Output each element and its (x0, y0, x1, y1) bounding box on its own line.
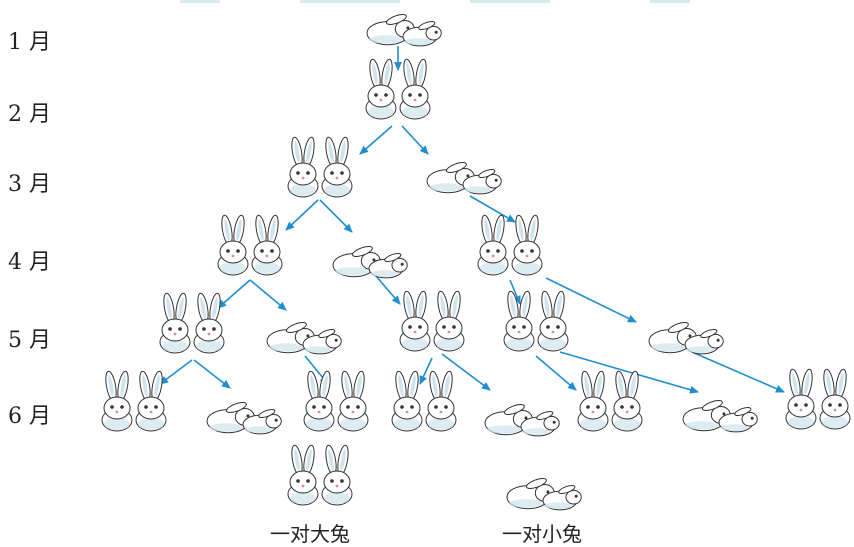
adult-pair-m4-3 (477, 214, 543, 276)
arrow (535, 355, 577, 391)
baby-pair-m3-2 (426, 162, 502, 195)
arrow (401, 125, 429, 155)
adult-pair-m6-6 (577, 370, 643, 432)
arrow (217, 279, 251, 309)
arrow (545, 277, 637, 323)
legend-adult-pair (287, 444, 353, 506)
top-decoration (470, 0, 550, 3)
arrow (691, 351, 785, 393)
month-label-3: 3 月 (8, 172, 51, 197)
baby-pair-m4-2 (332, 246, 408, 279)
adult-pair-m6-8 (785, 368, 851, 430)
baby-pair-m6-7 (682, 400, 758, 433)
legend-baby-pair (506, 478, 582, 511)
top-decoration (300, 0, 400, 3)
adult-pair-m5-4 (503, 290, 569, 352)
arrow (559, 351, 699, 394)
rabbit-group (101, 14, 851, 511)
month-label-1: 1 月 (8, 30, 51, 55)
top-decoration (650, 0, 690, 3)
arrow (249, 279, 287, 311)
adult-pair-m3-1 (287, 136, 353, 198)
baby-pair-m6-2 (206, 402, 282, 435)
arrow (193, 359, 231, 389)
arrow (285, 199, 319, 231)
arrow (419, 357, 433, 385)
month-label-5: 5 月 (8, 328, 51, 353)
legend-baby-label: 一对小兔 (502, 522, 582, 546)
top-decoration (180, 0, 220, 3)
adult-pair-m4-1 (217, 214, 283, 276)
month-label-4: 4 月 (8, 250, 51, 275)
arrow (469, 195, 516, 223)
arrow (159, 359, 193, 385)
arrow (359, 125, 393, 155)
baby-pair-m5-5 (648, 322, 724, 355)
adult-pair-m5-3 (399, 290, 465, 352)
legend-adult-label: 一对大兔 (270, 522, 350, 546)
adult-pair-m5-1 (159, 292, 225, 354)
adult-pair-m6-3 (303, 370, 369, 432)
baby-pair-m6-5 (484, 404, 560, 437)
arrow-group (159, 46, 785, 394)
adult-pair-m6-4 (391, 370, 457, 432)
arrow (319, 199, 353, 233)
adult-pair-m6-1 (101, 370, 167, 432)
month-label-6: 6 月 (8, 404, 51, 429)
arrow (441, 353, 491, 391)
arrow (375, 275, 401, 305)
baby-pair-m5-2 (266, 322, 342, 355)
adult-pair-m2-1 (365, 58, 431, 120)
arrow (509, 279, 521, 305)
baby-pair-m1-1 (366, 14, 442, 47)
month-label-2: 2 月 (8, 102, 51, 127)
